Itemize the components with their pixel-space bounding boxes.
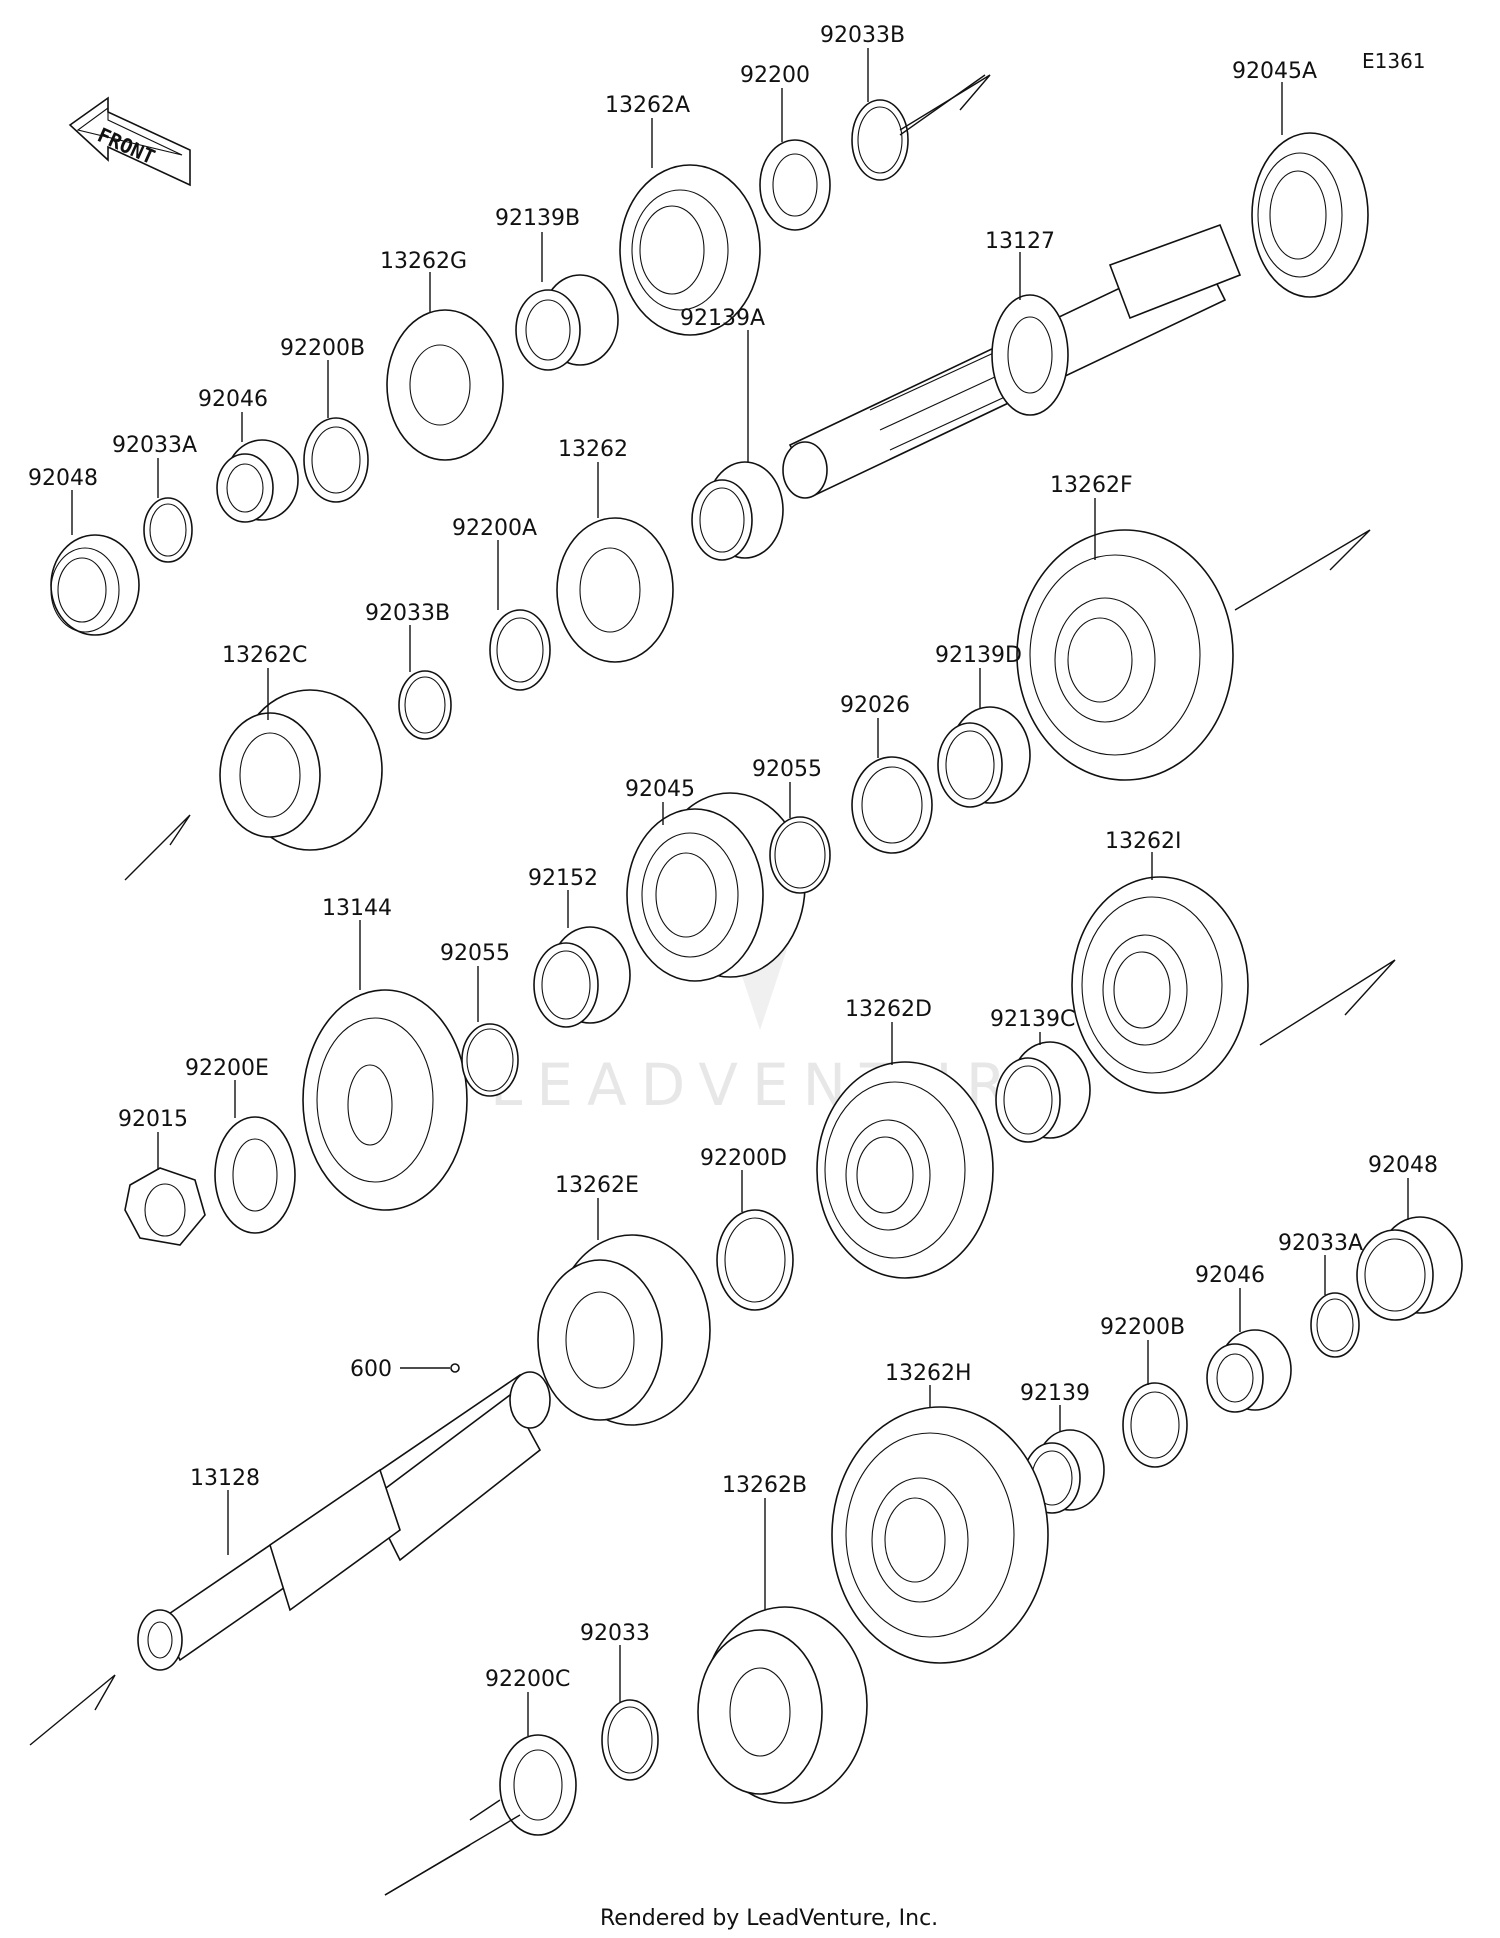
gear-13262C — [219, 689, 383, 851]
oring-92055-lower — [461, 1023, 519, 1097]
bushing-92139B — [515, 274, 619, 371]
circlip-92033A-right — [1310, 1292, 1360, 1358]
washer-92200B-left — [303, 417, 369, 503]
part-label-92200A[interactable]: 92200A — [452, 516, 537, 541]
part-label-92048-right[interactable]: 92048 — [1368, 1153, 1438, 1178]
footer-credit: Rendered by LeadVenture, Inc. — [600, 1906, 938, 1931]
part-label-13262H[interactable]: 13262H — [885, 1361, 972, 1386]
part-label-13262G[interactable]: 13262G — [380, 249, 467, 274]
part-label-13262A[interactable]: 13262A — [605, 93, 690, 118]
part-label-92045A[interactable]: 92045A — [1232, 59, 1317, 84]
washer-92200B-right — [1122, 1382, 1188, 1468]
gear-13127-integral — [991, 294, 1069, 416]
part-label-13262I[interactable]: 13262I — [1105, 829, 1181, 854]
part-label-600[interactable]: 600 — [350, 1357, 392, 1382]
bearing-92048-right — [1356, 1216, 1463, 1321]
bushing-92139A — [691, 461, 784, 561]
part-label-13262B[interactable]: 13262B — [722, 1473, 807, 1498]
part-label-92046[interactable]: 92046 — [198, 387, 268, 412]
part-labels: 92033B 92200 13262A 92045A 92139B 13262G… — [28, 23, 1438, 1692]
gear-13262D — [816, 1061, 994, 1279]
part-label-13128[interactable]: 13128 — [190, 1466, 260, 1491]
part-label-13144[interactable]: 13144 — [322, 896, 392, 921]
gear-13262H — [831, 1406, 1049, 1664]
part-label-92015[interactable]: 92015 — [118, 1107, 188, 1132]
collar-92152 — [533, 926, 631, 1028]
circlip-92033B-mid — [398, 670, 452, 740]
sprocket-13144 — [302, 989, 468, 1211]
part-label-92033B-mid[interactable]: 92033B — [365, 601, 450, 626]
part-label-92048[interactable]: 92048 — [28, 466, 98, 491]
part-label-92200[interactable]: 92200 — [740, 63, 810, 88]
part-label-13262D[interactable]: 13262D — [845, 997, 932, 1022]
part-label-92200E[interactable]: 92200E — [185, 1056, 269, 1081]
gear-13262F — [1016, 529, 1234, 781]
front-arrow-icon: FRONT — [68, 96, 191, 187]
watermark-text: LEADVENTURE — [490, 1051, 1071, 1119]
part-label-92055-lower[interactable]: 92055 — [440, 941, 510, 966]
gear-13262E — [537, 1234, 711, 1426]
shift-fork-guide-600 — [450, 1363, 460, 1373]
part-label-92139C[interactable]: 92139C — [990, 1007, 1075, 1032]
part-label-13262[interactable]: 13262 — [558, 437, 628, 462]
oring-92055-upper — [769, 816, 831, 894]
gear-13262B — [697, 1606, 868, 1804]
part-label-92033B[interactable]: 92033B — [820, 23, 905, 48]
part-label-92033A[interactable]: 92033A — [112, 433, 197, 458]
part-label-92139[interactable]: 92139 — [1020, 1381, 1090, 1406]
circlip-92033 — [601, 1699, 659, 1781]
washer-92200A — [489, 609, 551, 691]
part-label-92152[interactable]: 92152 — [528, 866, 598, 891]
shaft-13128 — [137, 1371, 551, 1671]
gear-13262I — [1071, 876, 1249, 1094]
part-label-92045[interactable]: 92045 — [625, 777, 695, 802]
part-label-13262F[interactable]: 13262F — [1050, 473, 1133, 498]
needle-bearing-92046-left — [216, 439, 299, 523]
circlip-92033B-top — [851, 99, 909, 181]
gear-13262A — [619, 164, 761, 336]
axis-lines — [29, 74, 1396, 1896]
part-label-92033A-right[interactable]: 92033A — [1278, 1231, 1363, 1256]
diagram-code: E1361 — [1362, 49, 1426, 73]
bushing-92139D — [937, 706, 1031, 808]
part-label-92200C[interactable]: 92200C — [485, 1667, 570, 1692]
leader-lines — [71, 48, 1409, 1736]
part-label-92200D[interactable]: 92200D — [700, 1146, 787, 1171]
part-label-92026[interactable]: 92026 — [840, 693, 910, 718]
circlip-92033A-left — [143, 497, 193, 563]
part-label-92200B-right[interactable]: 92200B — [1100, 1315, 1185, 1340]
washer-92026 — [851, 756, 933, 854]
gear-13262G — [386, 309, 504, 461]
part-label-92139B[interactable]: 92139B — [495, 206, 580, 231]
bearing-92048-left — [50, 534, 140, 636]
part-label-92139D[interactable]: 92139D — [935, 643, 1022, 668]
bearing-92045 — [626, 792, 806, 982]
bearing-92045A — [1251, 132, 1369, 298]
washer-92200C — [499, 1734, 577, 1836]
lock-washer-92200E — [214, 1116, 296, 1234]
part-label-13262E[interactable]: 13262E — [555, 1173, 639, 1198]
part-label-13127[interactable]: 13127 — [985, 229, 1055, 254]
washer-92200 — [759, 139, 831, 231]
part-label-92200B[interactable]: 92200B — [280, 336, 365, 361]
part-label-92055-upper[interactable]: 92055 — [752, 757, 822, 782]
bushing-92139C — [995, 1041, 1091, 1143]
nut-92015 — [124, 1167, 206, 1246]
part-label-92033[interactable]: 92033 — [580, 1621, 650, 1646]
needle-bearing-92046-right — [1206, 1329, 1292, 1413]
part-label-92139A[interactable]: 92139A — [680, 306, 765, 331]
part-label-13262C[interactable]: 13262C — [222, 643, 307, 668]
gear-13262 — [556, 517, 674, 663]
washer-92200D — [716, 1209, 794, 1311]
part-label-92046-right[interactable]: 92046 — [1195, 1263, 1265, 1288]
